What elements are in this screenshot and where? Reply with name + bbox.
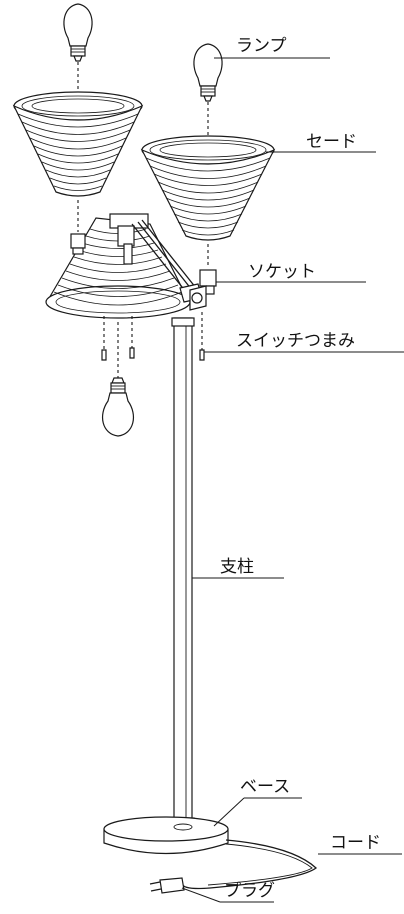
label-plug: プラグ (224, 881, 275, 901)
pole (171, 317, 195, 827)
bulb-top-right (193, 43, 223, 102)
plug (149, 877, 185, 894)
pull-chains (101, 312, 205, 361)
shade-top-left (12, 91, 144, 197)
leader-lines (181, 57, 404, 903)
cord (181, 839, 318, 890)
label-base: ベース (240, 777, 290, 797)
label-socket: ソケット (248, 262, 316, 282)
label-switch-knob: スイッチつまみ (236, 331, 355, 351)
label-lamp: ランプ (236, 36, 287, 56)
socket-right (189, 269, 217, 311)
base (103, 816, 229, 855)
bulb-top-left (63, 3, 93, 62)
label-shade: セード (306, 132, 357, 152)
label-pole: 支柱 (220, 557, 254, 577)
label-cord: コード (330, 833, 381, 853)
socket-left (70, 233, 86, 255)
bulb-bottom (101, 377, 135, 437)
shade-top-right (140, 135, 276, 241)
